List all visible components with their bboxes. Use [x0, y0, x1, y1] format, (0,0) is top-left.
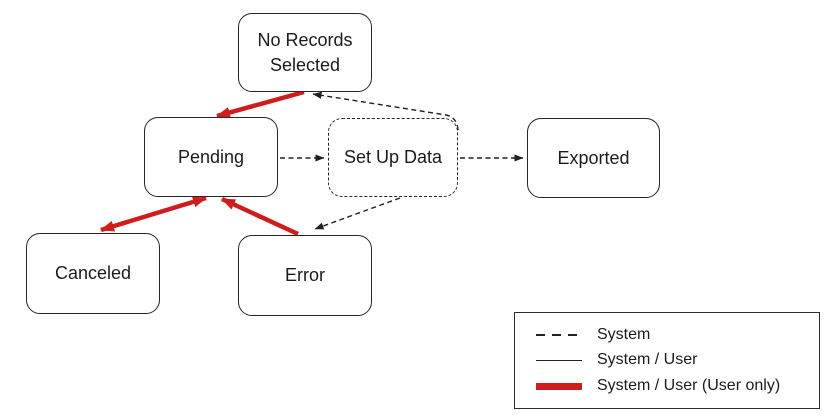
- state-label: Set Up Data: [343, 147, 443, 168]
- thick-red-line-sample: [536, 382, 582, 390]
- state-label: Canceled: [54, 263, 132, 284]
- edge-setupdata-to-norecords: [312, 91, 459, 131]
- legend-label: System: [597, 325, 651, 343]
- dashed-line-sample: [536, 333, 582, 336]
- edge-setupdata-to-error: [314, 197, 401, 230]
- state-label: No Records Selected: [257, 30, 353, 75]
- edge-pending-to-canceled: [100, 195, 207, 233]
- legend-item-system-user: System / User: [515, 351, 819, 369]
- state-label: Error: [285, 265, 325, 286]
- legend-label: System / User: [597, 351, 698, 369]
- state-node-canceled: Canceled: [26, 233, 160, 314]
- state-node-error: Error: [238, 235, 372, 316]
- solid-line-sample: [536, 359, 582, 362]
- legend: System System / User System / User (User…: [514, 312, 820, 409]
- legend-item-system-user-only: System / User (User only): [515, 377, 819, 395]
- state-node-no-records-selected: No Records Selected: [238, 13, 372, 92]
- legend-label: System / User (User only): [597, 377, 781, 395]
- state-node-set-up-data: Set Up Data: [328, 118, 458, 197]
- state-node-pending: Pending: [144, 117, 278, 197]
- state-node-exported: Exported: [527, 118, 660, 198]
- edge-norecords-to-pending: [216, 89, 305, 119]
- state-label: Exported: [557, 147, 630, 168]
- state-label: Pending: [177, 146, 245, 167]
- edge-error-to-pending: [221, 196, 299, 237]
- legend-item-system: System: [515, 326, 819, 344]
